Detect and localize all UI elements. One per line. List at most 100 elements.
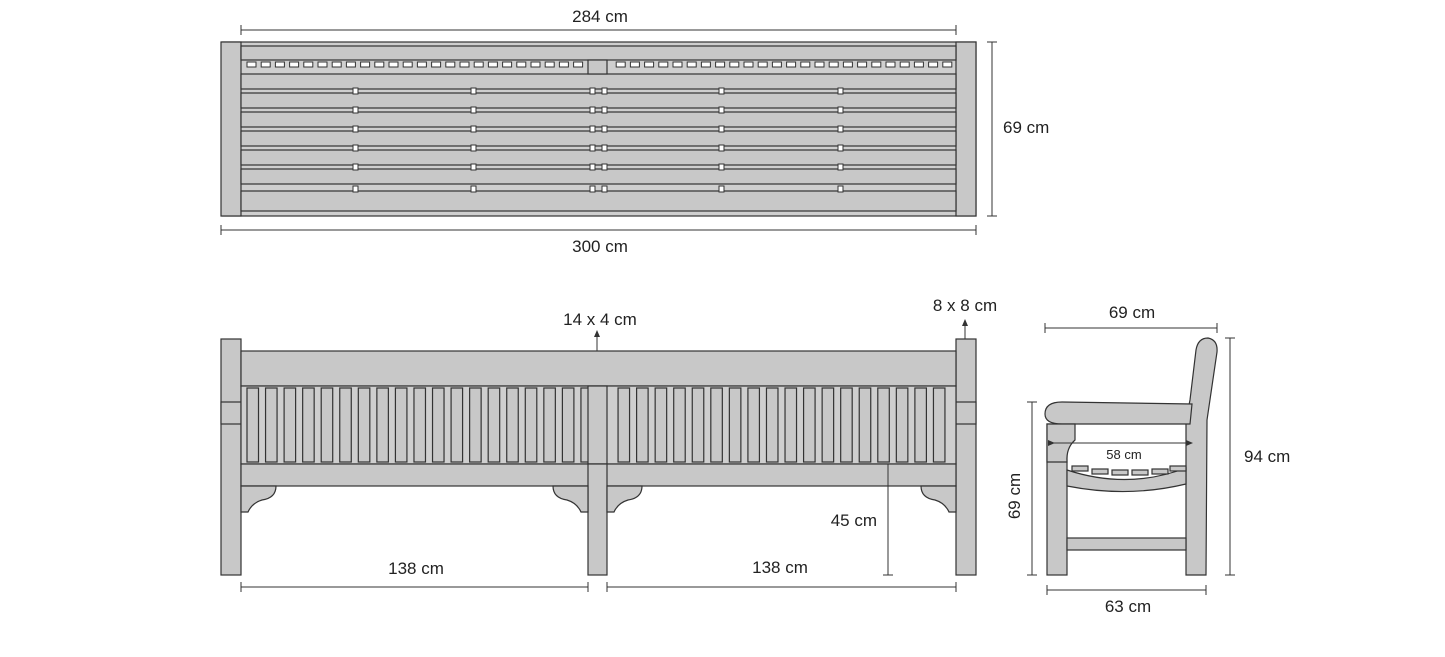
top-slat-end bbox=[615, 61, 626, 68]
front-back-slat bbox=[394, 387, 408, 463]
side-back-post bbox=[1185, 337, 1218, 576]
top-slat-join bbox=[352, 106, 359, 114]
top-slat-end bbox=[814, 61, 825, 68]
top-slat-join bbox=[352, 163, 359, 171]
top-seat-slat bbox=[240, 111, 957, 128]
front-back-slat bbox=[246, 387, 260, 463]
front-back-slat bbox=[747, 387, 761, 463]
top-slat-join bbox=[589, 106, 596, 114]
top-slat-join bbox=[589, 125, 596, 133]
top-slat-join bbox=[601, 106, 608, 114]
top-slat-end bbox=[487, 61, 498, 68]
front-back-slat bbox=[784, 387, 798, 463]
front-back-slat bbox=[450, 387, 464, 463]
top-slat-end bbox=[842, 61, 853, 68]
front-back-slat bbox=[431, 387, 445, 463]
top-slat-end bbox=[289, 61, 300, 68]
dim-label-side-seat-depth: 58 cm bbox=[1106, 447, 1141, 462]
dim-label-side-total-height: 94 cm bbox=[1244, 447, 1290, 466]
front-back-slat bbox=[877, 387, 890, 463]
front-back-slat bbox=[728, 387, 742, 463]
top-slat-join bbox=[837, 163, 844, 171]
top-seat-slat bbox=[240, 92, 957, 109]
side-seat-slat bbox=[1169, 465, 1187, 472]
front-back-slat bbox=[914, 387, 927, 463]
top-slat-end bbox=[928, 61, 939, 68]
side-seat-slat bbox=[1151, 468, 1169, 475]
top-slat-end bbox=[246, 61, 257, 68]
top-slat-end bbox=[700, 61, 711, 68]
top-slat-join bbox=[589, 144, 596, 152]
front-back-slat bbox=[506, 387, 519, 463]
top-slat-end bbox=[857, 61, 868, 68]
top-view bbox=[220, 41, 977, 217]
dim-total-length: 300 cm bbox=[220, 225, 977, 256]
side-seat-slat bbox=[1091, 468, 1109, 475]
front-back-slat bbox=[357, 387, 371, 463]
top-slat-end bbox=[771, 61, 782, 68]
front-back-slat bbox=[264, 387, 278, 463]
dim-label-top-inner-length: 284 cm bbox=[572, 7, 628, 26]
top-slat-end bbox=[331, 61, 342, 68]
top-slat-end bbox=[942, 61, 953, 68]
front-left-arm-block bbox=[220, 401, 242, 425]
dim-label-side-arm-height: 69 cm bbox=[1005, 473, 1024, 519]
side-armrest bbox=[1044, 401, 1193, 425]
top-slat-join bbox=[837, 106, 844, 114]
front-back-slat bbox=[561, 387, 575, 463]
top-slat-end bbox=[445, 61, 456, 68]
top-slat-end bbox=[345, 61, 356, 68]
top-slat-end bbox=[899, 61, 910, 68]
dim-seat-height: 45 cm bbox=[831, 464, 893, 576]
front-back-slat bbox=[710, 387, 723, 463]
top-slat-join bbox=[470, 106, 477, 114]
dim-post-section: 8 x 8 cm bbox=[933, 296, 997, 339]
front-center-leg bbox=[587, 463, 608, 576]
front-back-slat bbox=[691, 387, 705, 463]
top-seat-slats bbox=[240, 73, 957, 212]
dim-span-left: 138 cm bbox=[240, 559, 589, 592]
top-slat-end bbox=[374, 61, 385, 68]
front-back-slat bbox=[932, 387, 946, 463]
front-right-arm-block bbox=[955, 401, 977, 425]
top-slat-join bbox=[470, 163, 477, 171]
front-bracket-right bbox=[920, 485, 957, 513]
top-slat-end bbox=[800, 61, 811, 68]
top-slat-end bbox=[402, 61, 413, 68]
dim-top-depth: 69 cm bbox=[987, 41, 1049, 217]
top-slat-end bbox=[573, 61, 584, 68]
front-back-slat bbox=[376, 387, 389, 463]
top-slat-end bbox=[473, 61, 484, 68]
dim-label-span-left: 138 cm bbox=[388, 559, 444, 578]
dim-label-side-base-depth: 63 cm bbox=[1105, 597, 1151, 616]
top-slat-end bbox=[530, 61, 541, 68]
side-seat-slat bbox=[1071, 465, 1089, 472]
dim-span-right: 138 cm bbox=[606, 558, 957, 592]
front-bracket-center-right bbox=[606, 485, 643, 513]
front-back-slat bbox=[524, 387, 538, 463]
top-slat-join bbox=[718, 87, 725, 95]
top-slat-join bbox=[718, 163, 725, 171]
top-seat-slat bbox=[240, 168, 957, 185]
front-back-slats bbox=[246, 387, 946, 463]
front-back-slat bbox=[413, 387, 427, 463]
top-slat-end bbox=[828, 61, 839, 68]
dim-side-base-depth: 63 cm bbox=[1046, 585, 1207, 616]
top-slat-join bbox=[601, 87, 608, 95]
front-back-slat bbox=[636, 387, 649, 463]
side-stretcher bbox=[1066, 537, 1187, 551]
top-slat-join bbox=[352, 125, 359, 133]
front-back-slat bbox=[821, 387, 835, 463]
dim-label-post-section: 8 x 8 cm bbox=[933, 296, 997, 315]
top-slat-join bbox=[352, 87, 359, 95]
top-slat-join bbox=[718, 185, 725, 193]
top-slat-end bbox=[416, 61, 427, 68]
front-bracket-left bbox=[240, 485, 277, 513]
front-back-slat bbox=[487, 387, 501, 463]
dim-label-top-depth: 69 cm bbox=[1003, 118, 1049, 137]
front-center-back-post bbox=[587, 385, 608, 465]
top-slat-end bbox=[516, 61, 527, 68]
top-slat-end bbox=[786, 61, 797, 68]
dim-label-backrest-rail: 14 x 4 cm bbox=[563, 310, 637, 329]
front-back-slat bbox=[543, 387, 556, 463]
